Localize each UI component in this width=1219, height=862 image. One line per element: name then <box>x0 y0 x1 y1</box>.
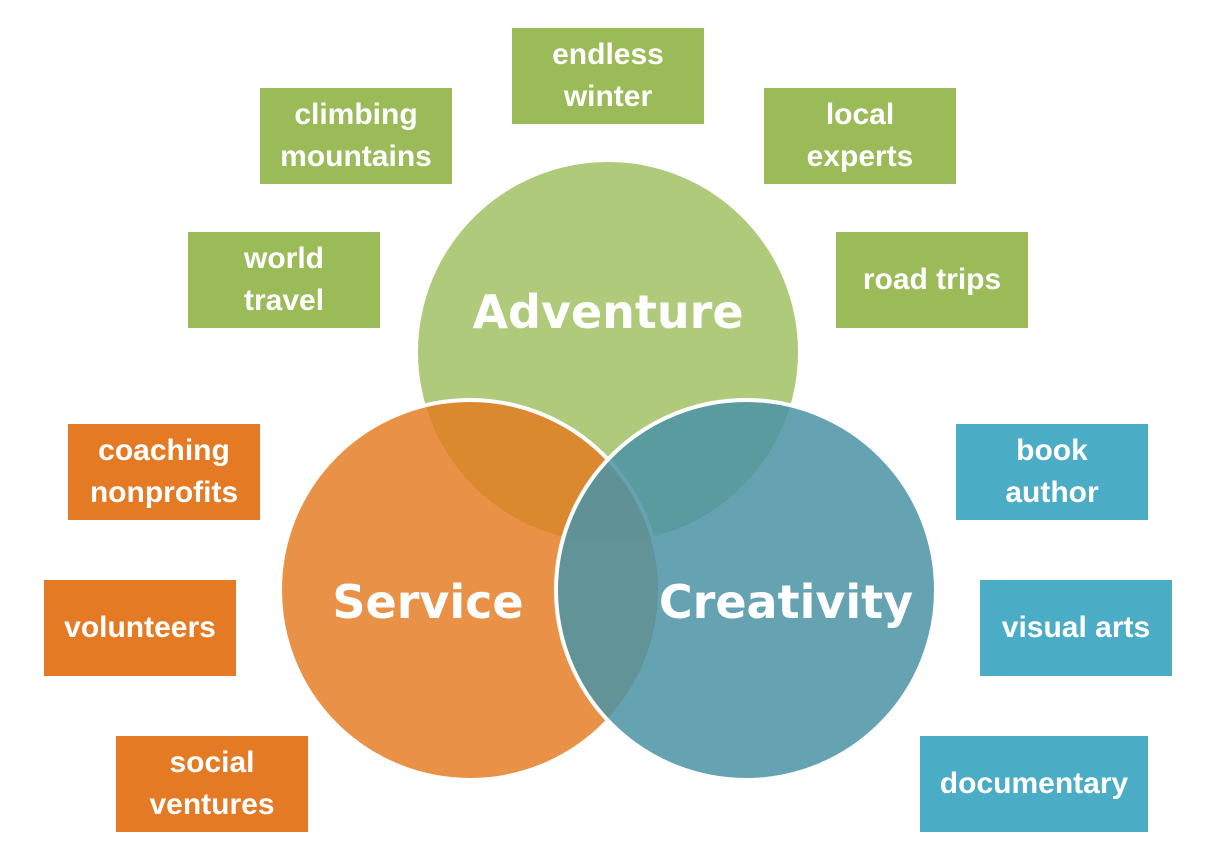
tag-volunteers: volunteers <box>44 580 236 676</box>
tag-line: visual arts <box>1001 611 1151 644</box>
service-label: Service <box>332 575 523 629</box>
tag-local-experts: local experts <box>764 88 956 184</box>
adventure-label: Adventure <box>472 285 743 339</box>
tag-climbing-mountains: climbing mountains <box>260 88 452 184</box>
tag-line: road trips <box>862 263 1002 296</box>
tag-line: climbing <box>294 98 418 131</box>
tag-line: documentary <box>939 767 1129 800</box>
tag-coaching-nonprofits: coaching nonprofits <box>68 424 260 520</box>
tag-line: book <box>1016 434 1088 467</box>
tag-line: endless <box>552 38 664 71</box>
tag-line: nonprofits <box>89 476 239 509</box>
tag-line: world <box>244 242 324 275</box>
tag-social-ventures: social ventures <box>116 736 308 832</box>
tag-documentary: documentary <box>920 736 1148 832</box>
tag-line: author <box>1005 476 1099 509</box>
tag-book-author: book author <box>956 424 1148 520</box>
tag-road-trips: road trips <box>836 232 1028 328</box>
tag-line: winter <box>563 80 653 113</box>
tag-line: local <box>825 98 895 131</box>
tag-line: travel <box>243 284 325 317</box>
tag-line: ventures <box>149 788 275 821</box>
tag-line: coaching <box>98 434 230 467</box>
tag-line: social <box>169 746 255 779</box>
tag-line: mountains <box>280 140 432 173</box>
tag-endless-winter: endless winter <box>512 28 704 124</box>
tag-visual-arts: visual arts <box>980 580 1172 676</box>
tag-line: experts <box>806 140 914 173</box>
tag-line: volunteers <box>64 611 216 644</box>
creativity-circle <box>554 398 938 782</box>
tag-world-travel: world travel <box>188 232 380 328</box>
creativity-label: Creativity <box>659 575 913 629</box>
